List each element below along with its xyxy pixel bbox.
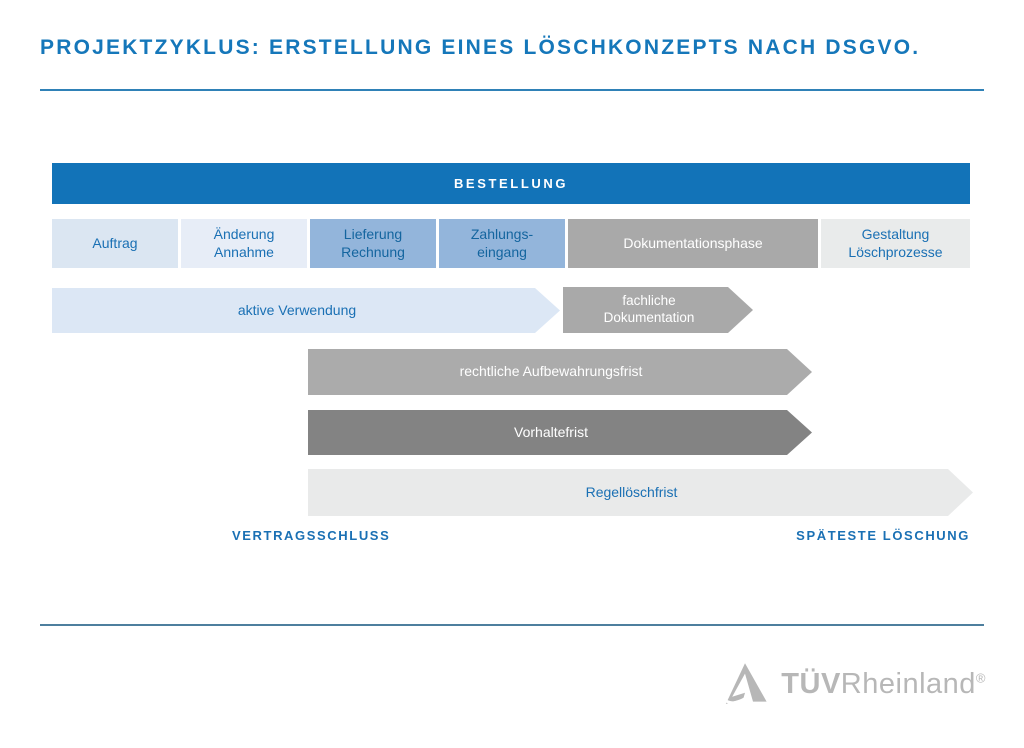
- logo-wordmark: TÜVRheinland®: [781, 668, 986, 701]
- logo-tuv-text: TÜV: [781, 667, 841, 700]
- phase-auftrag: Auftrag: [52, 219, 178, 268]
- phase-aenderung-annahme: Änderung Annahme: [181, 219, 307, 268]
- page-title: PROJEKTZYKLUS: ERSTELLUNG EINES LÖSCHKON…: [40, 36, 921, 59]
- bestellung-bar: BESTELLUNG: [52, 163, 970, 204]
- marker-spaeteste-loeschung: SPÄTESTE LÖSCHUNG: [796, 528, 970, 543]
- phase-gestaltung-loeschprozesse: Gestaltung Löschprozesse: [821, 219, 970, 268]
- arrow-vorhaltefrist: Vorhaltefrist: [308, 410, 812, 455]
- logo-rheinland-text: Rheinland: [840, 667, 976, 700]
- marker-vertragsschluss: VERTRAGSSCHLUSS: [232, 528, 391, 543]
- arrow-aktive-verwendung: aktive Verwendung: [52, 288, 560, 333]
- tuv-rheinland-logo: TÜVRheinland®: [721, 660, 986, 708]
- arrow-fachliche-dokumentation: fachliche Dokumentation: [563, 287, 753, 333]
- phase-dokumentationsphase: Dokumentationsphase: [568, 219, 818, 268]
- phase-zahlungseingang: Zahlungs- eingang: [439, 219, 565, 268]
- phase-lieferung-rechnung: Lieferung Rechnung: [310, 219, 436, 268]
- tuv-triangle-icon: [726, 663, 767, 705]
- arrow-regelloeschfrist: Regellöschfrist: [308, 469, 973, 516]
- footer-divider: [40, 624, 984, 626]
- arrow-rechtliche-aufbewahrungsfrist: rechtliche Aufbewahrungsfrist: [308, 349, 812, 395]
- logo-registered-mark: ®: [975, 669, 986, 685]
- title-underline: [40, 89, 984, 91]
